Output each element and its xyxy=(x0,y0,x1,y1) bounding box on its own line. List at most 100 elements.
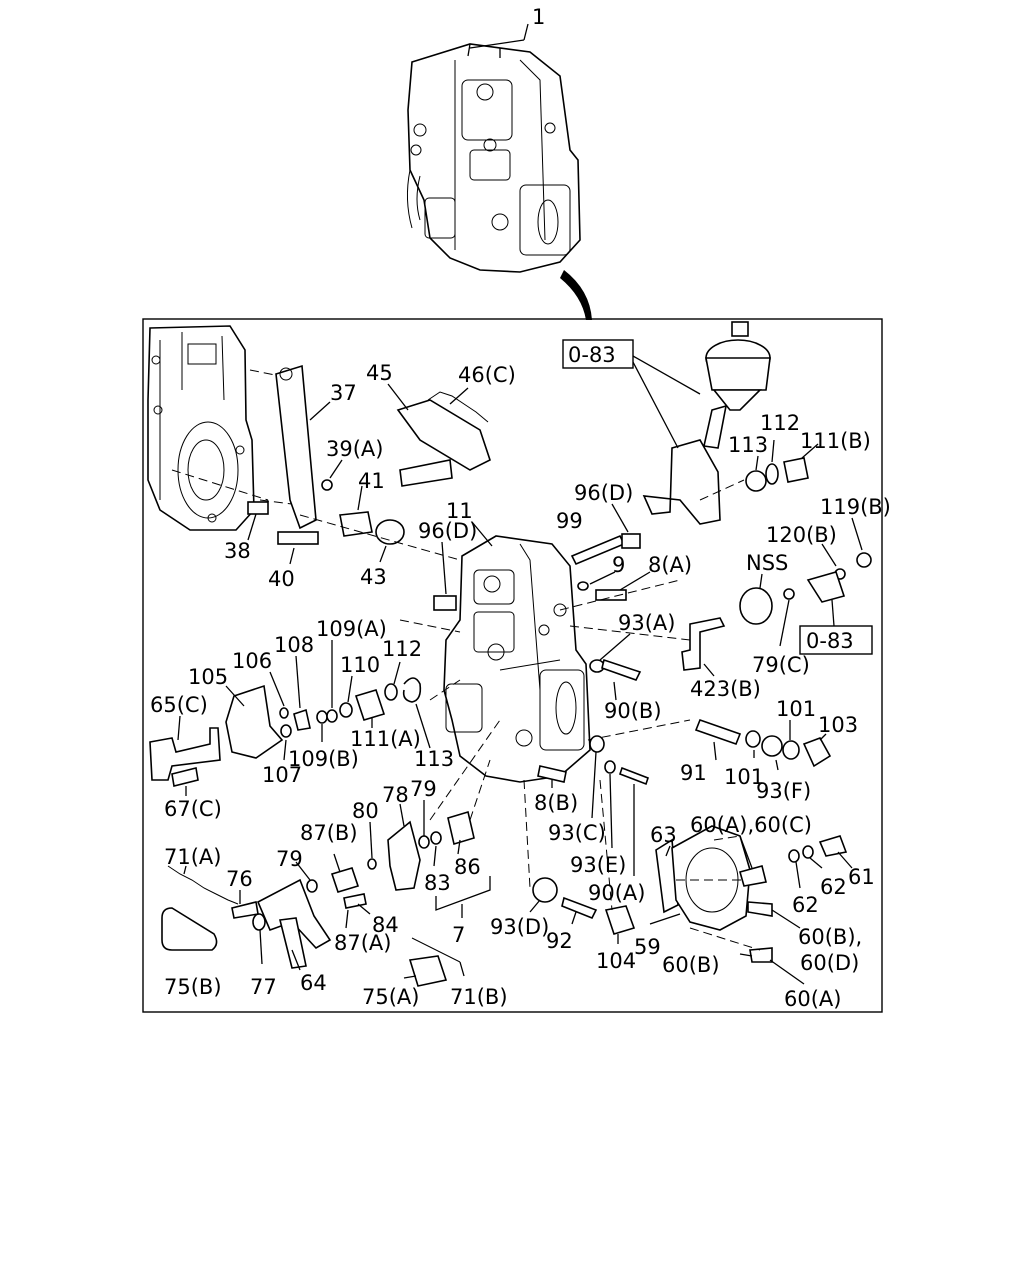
label-87b: 87(B) xyxy=(300,821,358,845)
top-assembly-drawing xyxy=(406,43,581,273)
label-8b: 8(B) xyxy=(534,791,578,815)
spring-41 xyxy=(339,511,373,537)
label-93d: 93(D) xyxy=(490,915,549,939)
label-93f: 93(F) xyxy=(756,779,811,803)
plate-65c xyxy=(149,727,221,781)
block-105 xyxy=(225,684,284,759)
label-43: 43 xyxy=(360,565,387,589)
lever-37-drawing xyxy=(275,364,317,530)
label-112-mid: 112 xyxy=(382,637,422,661)
label-60ac: 60(A),60(C) xyxy=(690,813,812,837)
housing-drawing xyxy=(147,325,255,531)
spring-71b xyxy=(411,937,461,963)
label-120b: 120(B) xyxy=(766,523,837,547)
label-62a: 62 xyxy=(792,893,819,917)
label-39a: 39(A) xyxy=(326,437,383,461)
label-92: 92 xyxy=(546,929,573,953)
label-83: 83 xyxy=(424,871,451,895)
ref-box-side xyxy=(799,625,873,655)
label-84: 84 xyxy=(372,913,399,937)
screw-91 xyxy=(694,718,742,746)
label-11: 11 xyxy=(446,499,473,523)
label-76: 76 xyxy=(226,867,253,891)
label-38: 38 xyxy=(224,539,251,563)
label-112-top: 112 xyxy=(760,411,800,435)
label-63: 63 xyxy=(650,823,677,847)
ref-0-83-side: 0-83 xyxy=(806,629,854,653)
label-96d-b: 96(D) xyxy=(574,481,633,505)
label-107: 107 xyxy=(262,763,302,787)
lever-78 xyxy=(387,820,421,891)
label-79-top: 79 xyxy=(410,777,437,801)
label-59: 59 xyxy=(634,935,661,959)
label-45: 45 xyxy=(366,361,393,385)
label-90b: 90(B) xyxy=(604,699,662,723)
solenoid-59 xyxy=(671,825,751,931)
label-93e: 93(E) xyxy=(570,853,626,877)
label-101a: 101 xyxy=(776,697,816,721)
label-93c: 93(C) xyxy=(548,821,606,845)
label-60b: 60(B) xyxy=(662,953,720,977)
leader-1 xyxy=(523,23,529,41)
label-61: 61 xyxy=(848,865,875,889)
label-60d: 60(D) xyxy=(800,951,859,975)
spring-71a xyxy=(167,865,239,905)
label-104: 104 xyxy=(596,949,636,973)
label-46c: 46(C) xyxy=(458,363,516,387)
label-90a: 90(A) xyxy=(588,881,645,905)
label-62b: 62 xyxy=(820,875,847,899)
lever-45-drawing xyxy=(396,399,491,471)
label-106: 106 xyxy=(232,649,272,673)
label-423b: 423(B) xyxy=(690,677,761,701)
ref-box-top xyxy=(562,339,634,369)
label-110: 110 xyxy=(340,653,380,677)
label-87a: 87(A) xyxy=(334,931,391,955)
label-9: 9 xyxy=(612,553,625,577)
label-86: 86 xyxy=(454,855,481,879)
label-1: 1 xyxy=(532,5,545,29)
governor-body-drawing xyxy=(443,535,591,783)
label-93a: 93(A) xyxy=(618,611,675,635)
label-7: 7 xyxy=(452,923,465,947)
label-64: 64 xyxy=(300,971,327,995)
label-99: 99 xyxy=(556,509,583,533)
label-60a: 60(A) xyxy=(784,987,841,1011)
label-8a: 8(A) xyxy=(648,553,692,577)
label-37: 37 xyxy=(330,381,357,405)
label-75b: 75(B) xyxy=(164,975,222,999)
label-91: 91 xyxy=(680,761,707,785)
label-101b: 101 xyxy=(724,765,764,789)
label-77: 77 xyxy=(250,975,277,999)
label-111b: 111(B) xyxy=(800,429,871,453)
label-103: 103 xyxy=(818,713,858,737)
label-78: 78 xyxy=(382,783,409,807)
solenoid-top-drawing xyxy=(703,321,771,449)
lever-64 xyxy=(256,878,332,950)
label-79c: 79(C) xyxy=(752,653,810,677)
label-60bd: 60(B), xyxy=(798,925,862,949)
cylinder-75a xyxy=(408,955,448,987)
label-41: 41 xyxy=(358,469,385,493)
detail-frame xyxy=(142,318,883,1013)
label-40: 40 xyxy=(268,567,295,591)
label-71b: 71(B) xyxy=(450,985,508,1009)
cylinder-75b xyxy=(161,907,218,951)
label-113-mid: 113 xyxy=(414,747,454,771)
label-113-top: 113 xyxy=(728,433,768,457)
label-111a: 111(A) xyxy=(350,727,421,751)
label-96d-a: 96(D) xyxy=(418,519,477,543)
label-119b: 119(B) xyxy=(820,495,891,519)
label-65c: 65(C) xyxy=(150,693,208,717)
label-67c: 67(C) xyxy=(164,797,222,821)
label-nss: NSS xyxy=(746,551,788,575)
label-79: 79 xyxy=(276,847,303,871)
bracket-0-83 xyxy=(642,439,721,525)
label-75a: 75(A) xyxy=(362,985,419,1009)
bracket-7 xyxy=(435,876,491,911)
label-109a: 109(A) xyxy=(316,617,387,641)
label-80: 80 xyxy=(352,799,379,823)
ref-0-83-top: 0-83 xyxy=(568,343,616,367)
curved-arrow xyxy=(560,270,592,320)
label-109b: 109(B) xyxy=(288,747,359,771)
